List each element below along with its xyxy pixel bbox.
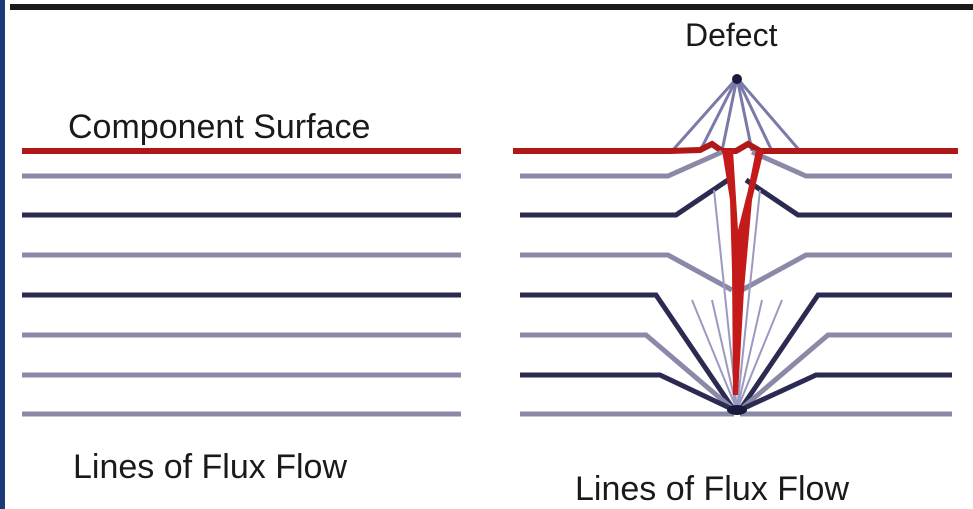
right-deflected-flux-lines [740,152,952,414]
upper-flux-rays [672,78,800,151]
left-frame-border [0,0,5,509]
defect-label: Defect [685,17,778,53]
right-panel: Defect [513,17,958,508]
left-deflected-flux-lines [520,152,734,414]
left-panel: Component Surface Lines of Flux Flow [22,108,461,486]
component-surface-line-disturbed [513,144,958,151]
left-flux-flow-label: Lines of Flux Flow [73,448,347,486]
component-surface-label: Component Surface [68,108,370,146]
flux-node-marker [727,405,747,415]
top-rule [10,4,973,10]
defect-tip-marker [732,74,742,84]
right-flux-flow-label: Lines of Flux Flow [575,470,849,508]
